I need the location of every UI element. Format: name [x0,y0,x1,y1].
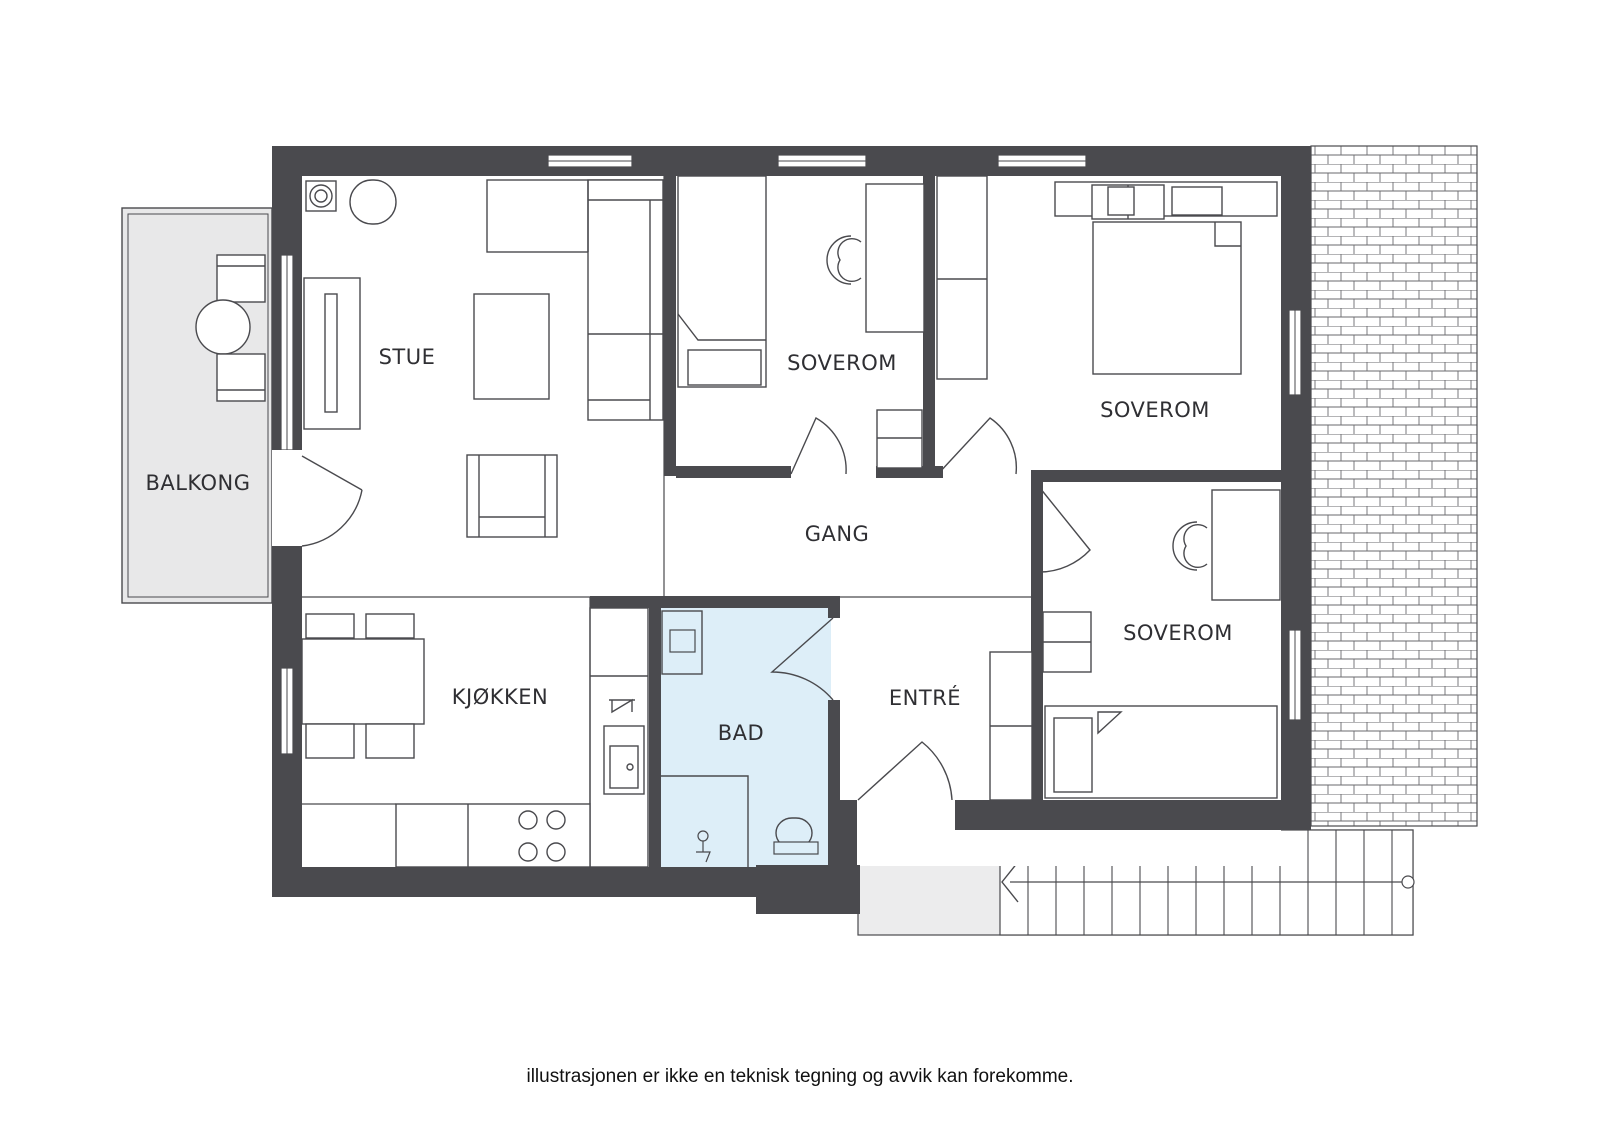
disclaimer-text: illustrasjonen er ikke en teknisk tegnin… [526,1066,1074,1087]
balcony-inner-edge [127,213,269,598]
hall-furniture [989,651,1033,801]
windows [280,154,1302,755]
terrace-paving [1310,145,1478,827]
room-label-balkong: BALKONG [145,471,250,495]
room-boundaries [302,176,1031,805]
room-label-soverom-1: SOVEROM [787,351,897,375]
room-label-kjokken: KJØKKEN [452,685,549,709]
room-label-stue: STUE [379,345,436,369]
bathroom-fixtures [661,610,819,867]
room-label-bad: BAD [718,721,764,745]
room-label-gang: GANG [805,522,870,546]
balcony-furniture [195,254,266,402]
stair-arrow-head [1001,861,1019,903]
kitchen-furniture [301,607,649,868]
room-label-entre: ENTRÉ [889,685,961,710]
room-label-soverom-2: SOVEROM [1100,398,1210,422]
living-room-furniture [303,179,664,538]
room-label-soverom-3: SOVEROM [1123,621,1233,645]
stair-start-marker [1401,875,1415,889]
doors [301,417,1091,801]
bedroom-1-furniture [677,175,925,469]
bedroom-2-furniture [936,175,1278,380]
bedroom-3-furniture [1042,489,1281,799]
